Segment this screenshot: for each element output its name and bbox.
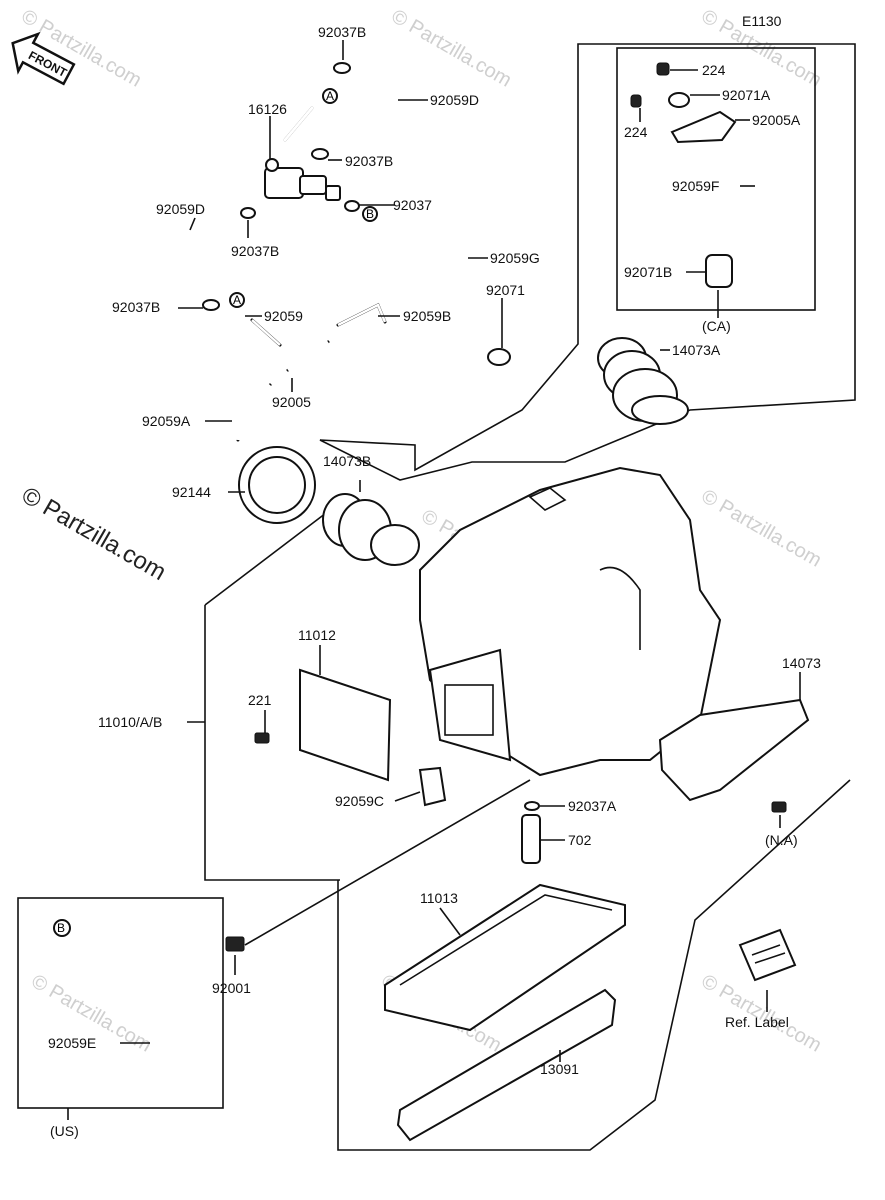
label-14073: 14073 xyxy=(782,655,821,671)
diagram-code: E1130 xyxy=(742,13,782,29)
label-ref-label: Ref. Label xyxy=(725,1014,789,1030)
boots xyxy=(238,337,689,566)
label-92059: 92059 xyxy=(264,308,303,324)
hoses-valves: A A B xyxy=(177,62,511,442)
watermark: © Partzilla.com xyxy=(388,5,516,91)
outlines xyxy=(17,43,856,1151)
label-92037: 92037 xyxy=(393,197,432,213)
circle-a-lower: A xyxy=(233,293,241,307)
part-labels: 92037B 92059D 16126 92037B 92037 92059G … xyxy=(48,24,821,1139)
label-92059f: 92059F xyxy=(672,178,719,194)
label-11010: 11010/A/B xyxy=(98,714,162,730)
label-92037b-mid: 92037B xyxy=(345,153,393,169)
watermark: © Partzilla.com xyxy=(698,485,826,571)
label-92037b-lower: 92037B xyxy=(112,299,160,315)
air-box xyxy=(225,466,810,1142)
us-hose: B xyxy=(53,919,186,1066)
label-11012: 11012 xyxy=(298,627,336,643)
circle-b-us: B xyxy=(57,921,65,935)
label-92059a: 92059A xyxy=(142,413,191,429)
leader-lines xyxy=(67,40,801,1120)
label-92005a: 92005A xyxy=(752,112,801,128)
label-us: (US) xyxy=(50,1123,79,1139)
circle-b-mid: B xyxy=(366,207,374,221)
label-92001: 92001 xyxy=(212,980,251,996)
label-92059d-top: 92059D xyxy=(430,92,479,108)
label-92059d-left: 92059D xyxy=(156,201,205,217)
label-92144: 92144 xyxy=(172,484,211,500)
label-224-top: 224 xyxy=(702,62,726,78)
label-92071a: 92071A xyxy=(722,87,771,103)
label-na: (N.A) xyxy=(765,832,798,848)
label-92071b: 92071B xyxy=(624,264,672,280)
label-92059g: 92059G xyxy=(490,250,540,266)
circle-a-top: A xyxy=(326,89,334,103)
label-702: 702 xyxy=(568,832,592,848)
ca-box-parts xyxy=(630,62,783,288)
label-92005: 92005 xyxy=(272,394,311,410)
label-92037b-top: 92037B xyxy=(318,24,366,40)
watermark-main: © Partzilla.com xyxy=(17,482,171,586)
label-92037a: 92037A xyxy=(568,798,617,814)
label-ca: (CA) xyxy=(702,318,731,334)
label-16126: 16126 xyxy=(248,101,287,117)
label-224-left: 224 xyxy=(624,124,648,140)
label-92059b: 92059B xyxy=(403,308,451,324)
label-92059c: 92059C xyxy=(335,793,384,809)
label-11013: 11013 xyxy=(420,890,458,906)
label-14073b: 14073B xyxy=(323,453,371,469)
label-92059e: 92059E xyxy=(48,1035,96,1051)
label-92037b-left: 92037B xyxy=(231,243,279,259)
label-221: 221 xyxy=(248,692,272,708)
label-14073a: 14073A xyxy=(672,342,721,358)
label-13091: 13091 xyxy=(540,1061,579,1077)
label-92071: 92071 xyxy=(486,282,525,298)
